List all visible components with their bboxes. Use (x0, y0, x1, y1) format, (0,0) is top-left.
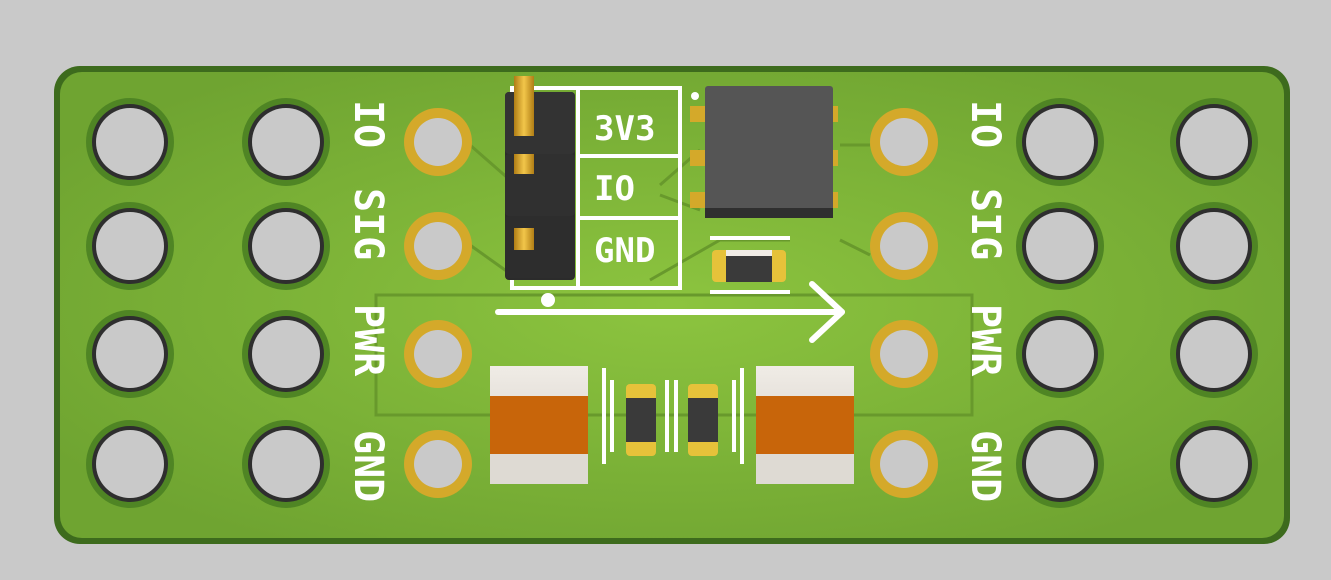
left-label-gnd: GND (345, 430, 391, 502)
header-pin-1 (514, 76, 534, 136)
mounting-hole-opening (1180, 212, 1248, 280)
mounting-holes (86, 98, 1258, 508)
gold-pad-hole (414, 440, 462, 488)
gold-pad-hole (880, 440, 928, 488)
left-label-column: IO SIG PWR GND (345, 100, 391, 502)
resistor-r3 (688, 384, 718, 456)
mounting-hole-opening (1026, 212, 1094, 280)
mounting-hole-opening (1180, 108, 1248, 176)
ic-chip (690, 86, 838, 218)
gold-pad-hole (880, 118, 928, 166)
direction-arrow-icon (495, 281, 845, 343)
right-label-io: IO (962, 100, 1008, 148)
gold-pad-hole (880, 330, 928, 378)
capacitor-c1 (490, 366, 588, 484)
left-label-sig: SIG (345, 188, 391, 260)
right-label-gnd: GND (962, 430, 1008, 502)
header-pin-3 (514, 228, 534, 250)
right-label-pwr: PWR (962, 304, 1008, 377)
gold-pad-hole (414, 118, 462, 166)
left-label-io: IO (345, 100, 391, 148)
mounting-hole-opening (96, 108, 164, 176)
header-pin-2 (514, 154, 534, 174)
right-label-sig: SIG (962, 188, 1008, 260)
pin-header: 3V3 IO GND (505, 76, 682, 307)
header-label-3v3: 3V3 (594, 109, 655, 149)
mounting-hole-opening (1026, 320, 1094, 388)
left-label-pwr: PWR (345, 304, 391, 377)
mounting-hole-opening (1026, 430, 1094, 498)
pin1-marker-dot (541, 293, 555, 307)
resistor-r1 (710, 236, 790, 294)
mounting-hole-opening (252, 430, 320, 498)
mounting-hole-opening (96, 320, 164, 388)
mounting-hole-opening (1026, 108, 1094, 176)
header-label-io: IO (594, 169, 635, 209)
mounting-hole-opening (1180, 430, 1248, 498)
resistor-r2 (626, 384, 656, 456)
mounting-hole-opening (252, 212, 320, 280)
mounting-hole-opening (252, 108, 320, 176)
gold-pad-hole (414, 330, 462, 378)
through-hole-pads (404, 108, 938, 498)
gold-pad-hole (880, 222, 928, 270)
mounting-hole-opening (96, 430, 164, 498)
passive-components-center (602, 368, 744, 464)
gold-pad-hole (414, 222, 462, 270)
right-label-column: IO SIG PWR GND (962, 100, 1008, 502)
mounting-hole-opening (96, 212, 164, 280)
mounting-hole-opening (252, 320, 320, 388)
capacitor-c2 (756, 366, 854, 484)
pcb-surface (60, 72, 1284, 538)
mounting-hole-opening (1180, 320, 1248, 388)
header-label-gnd: GND (594, 231, 655, 271)
